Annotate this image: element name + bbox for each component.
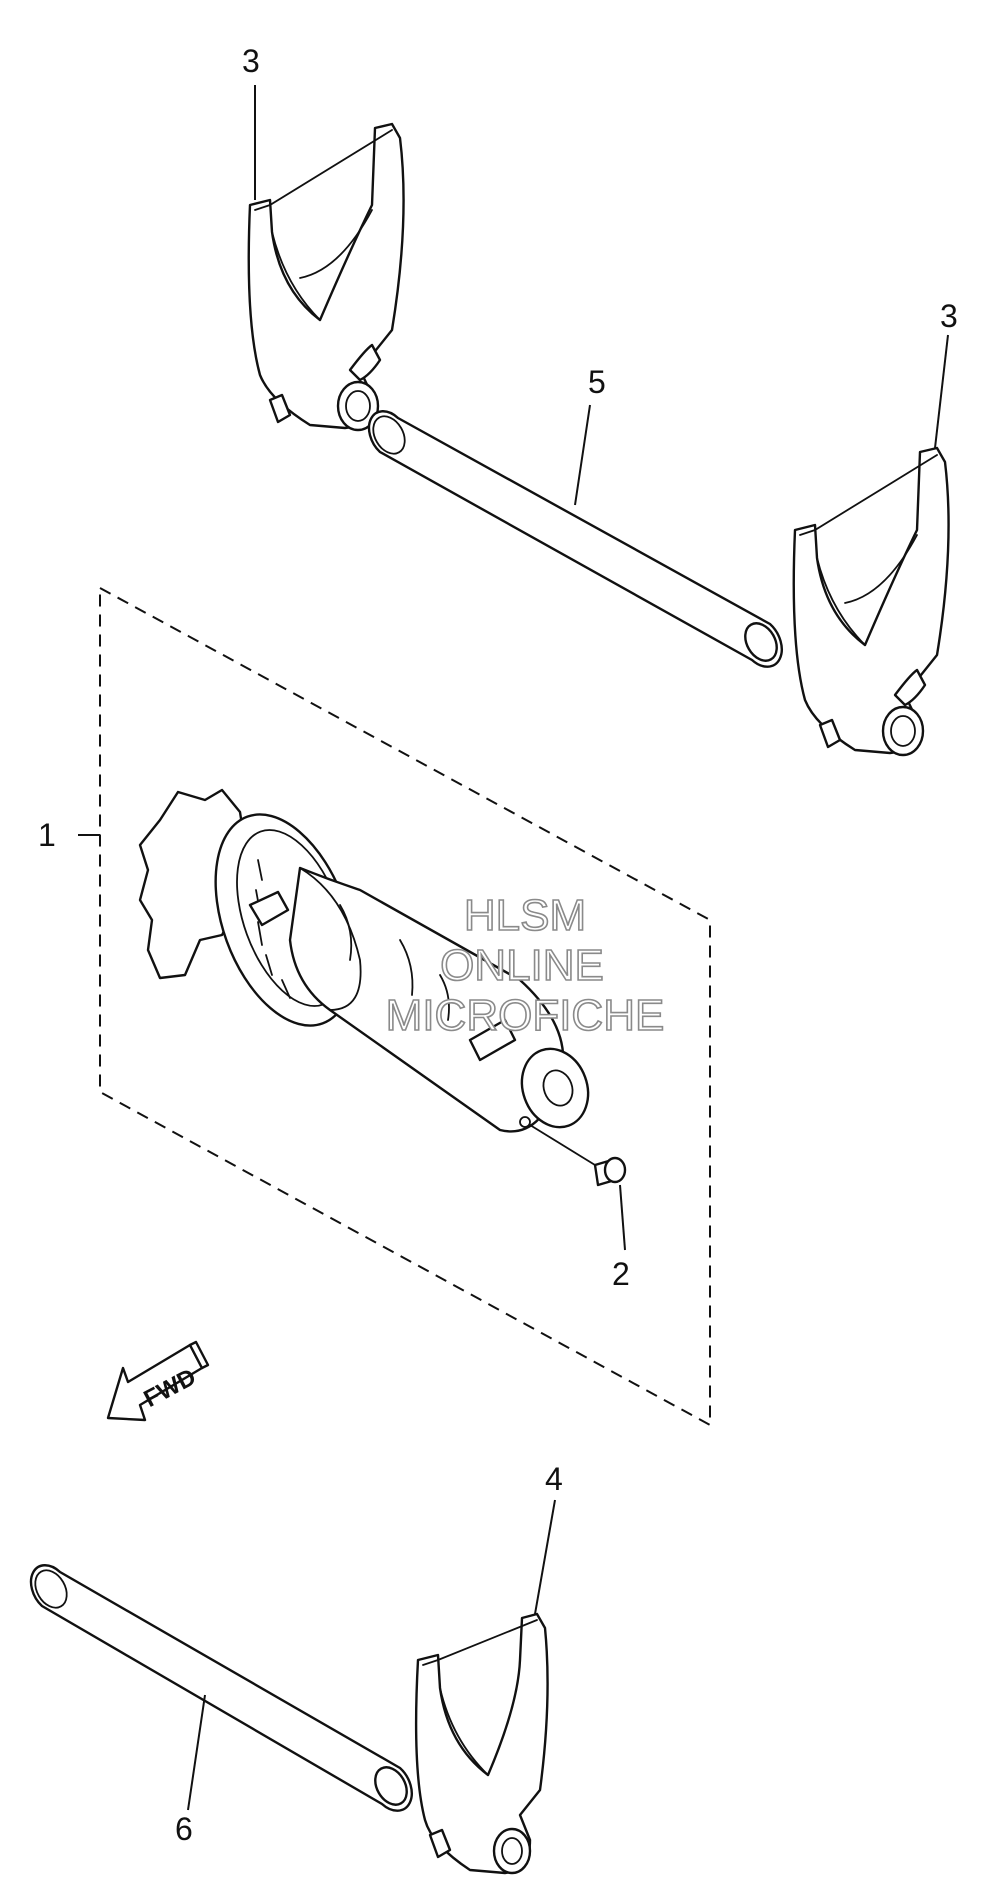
shift-fork-bottom xyxy=(414,1612,549,1875)
assembly-boundary xyxy=(99,586,711,1427)
callout-2: 2 xyxy=(612,1256,630,1292)
leader-lines xyxy=(78,85,949,1811)
dowel-pin xyxy=(529,1124,627,1187)
callout-4: 4 xyxy=(545,1461,563,1497)
callout-1: 1 xyxy=(38,817,56,853)
watermark-line-1: HLSM xyxy=(464,891,586,940)
watermark-line-2: ONLINE xyxy=(440,941,604,990)
callout-3-top-right: 3 xyxy=(940,298,958,334)
shift-fork-shaft-lower xyxy=(29,1564,413,1812)
shift-fork-top-left xyxy=(247,122,405,432)
shift-fork-shaft-upper xyxy=(367,410,783,668)
shift-drum-assembly xyxy=(138,788,590,1133)
forward-direction-arrow: FWD xyxy=(106,1340,210,1422)
callout-5: 5 xyxy=(588,364,606,400)
callout-6: 6 xyxy=(175,1811,193,1847)
watermark-line-3: MICROFICHE xyxy=(386,991,665,1040)
shift-fork-top-right xyxy=(792,446,950,757)
watermark: HLSM ONLINE MICROFICHE xyxy=(385,890,665,1041)
callout-3-top-left: 3 xyxy=(242,43,260,79)
